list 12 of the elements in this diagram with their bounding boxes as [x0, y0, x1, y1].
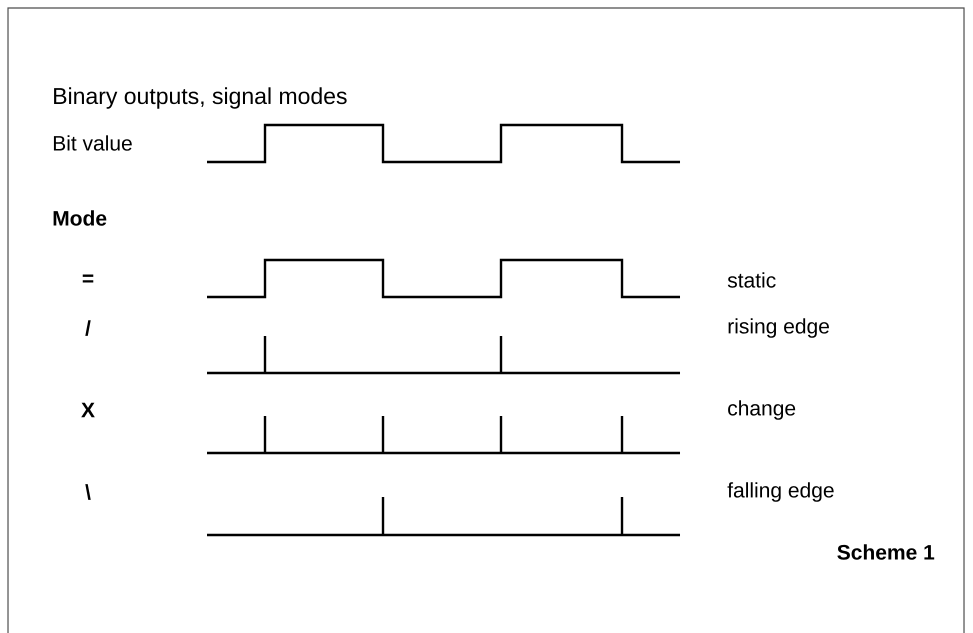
label: Scheme 1	[837, 544, 934, 560]
label: \	[85, 484, 91, 500]
label: /	[85, 320, 91, 336]
label: falling edge	[728, 482, 834, 502]
label: rising edge	[728, 318, 829, 338]
title: Binary outputs, signal modes	[54, 87, 347, 109]
label: Mode	[54, 210, 106, 226]
label: =	[82, 274, 94, 282]
label: X	[81, 402, 95, 418]
label: change	[728, 400, 796, 420]
label: static	[728, 272, 776, 288]
label: Bit value	[54, 135, 132, 151]
